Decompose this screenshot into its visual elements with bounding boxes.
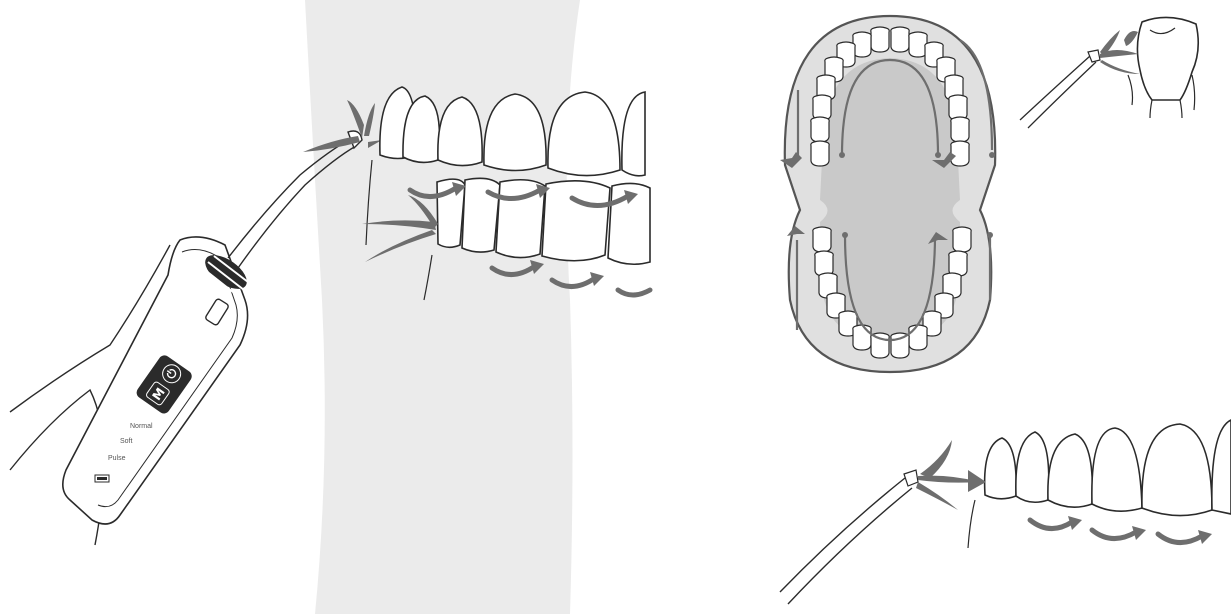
mode-label-normal: Normal xyxy=(130,423,153,430)
water-flosser-device: ⏻ M Normal Soft Pulse xyxy=(62,130,363,525)
arrowheads xyxy=(1068,516,1212,544)
nozzle-tube xyxy=(779,477,913,605)
gum-line xyxy=(967,499,976,549)
single-tooth xyxy=(1136,16,1200,101)
nozzle-tube xyxy=(1019,55,1097,129)
curved-arrow-icon xyxy=(795,39,994,342)
splash-icon xyxy=(303,100,382,152)
upper-teeth xyxy=(379,86,646,177)
curved-arrow-icon xyxy=(407,185,653,298)
background-band xyxy=(305,0,580,614)
splash-icon xyxy=(362,195,438,262)
bottom-right-side-view xyxy=(779,419,1231,605)
mode-button[interactable] xyxy=(145,381,170,406)
dental-arch-diagram xyxy=(780,14,997,374)
control-panel: ⏻ M xyxy=(136,355,192,414)
single-tooth-diagram xyxy=(1019,16,1200,129)
gum-line xyxy=(365,159,433,301)
teeth-row xyxy=(983,419,1231,517)
left-panel-side-view: ⏻ M Normal Soft Pulse xyxy=(9,0,653,614)
hand-outline xyxy=(9,244,171,413)
nozzle-collar xyxy=(204,255,249,297)
arrowheads xyxy=(780,152,995,244)
mode-label-pulse: Pulse xyxy=(108,455,126,462)
palate xyxy=(820,58,960,342)
power-button[interactable] xyxy=(159,361,184,386)
arrowheads xyxy=(452,182,638,286)
display-window xyxy=(205,298,229,326)
splash-icon xyxy=(916,440,986,510)
mode-label-soft: Soft xyxy=(120,438,133,445)
curved-arrow-icon xyxy=(1027,517,1205,545)
battery-icon xyxy=(94,474,110,483)
splash-icon xyxy=(1100,30,1140,74)
